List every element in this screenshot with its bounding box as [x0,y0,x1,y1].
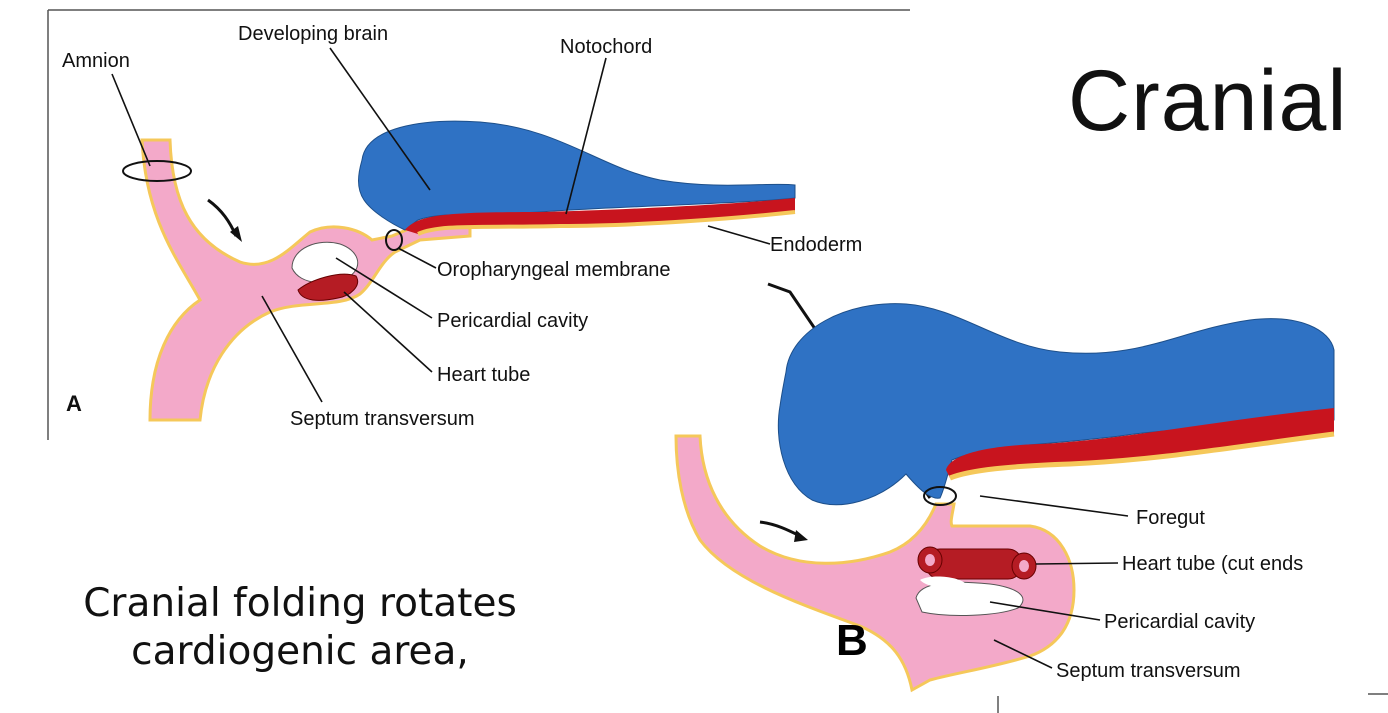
panel-b-leader-lines [979,495,1129,669]
label-pericardial-cavity-a: Pericardial cavity [437,310,588,332]
label-endoderm: Endoderm [770,234,862,256]
panel-a-figure: Amnion Developing brain Notochord Endode… [47,9,910,440]
caption-line-1: Cranial folding rotates [83,581,517,626]
panel-a-fold-arrowhead [230,226,242,242]
panel-a-developing-brain [358,120,796,231]
panel-a-leader-lines [111,47,771,403]
panel-a-endoderm-edge [417,210,796,236]
slide-heading: Cranial [1068,53,1348,149]
panel-b-pericardial-cavity [915,581,1024,616]
panel-a-oropharyngeal-ring [385,229,403,251]
panel-b-heart-tube-lumen-right [1019,560,1029,572]
panel-a-label: A [66,391,82,416]
panel-b-figure: Foregut Heart tube (cut ends Pericardial… [674,303,1388,713]
panel-b-heart-tube-lumen-left [925,554,935,566]
panel-b-label: B [836,616,868,665]
slide-caption: Cranial folding rotates cardiogenic area… [0,580,600,676]
label-heart-tube-cut-ends: Heart tube (cut ends [1122,553,1303,575]
panel-b-oropharyngeal-ring [923,486,957,506]
label-oropharyngeal-membrane: Oropharyngeal membrane [437,259,670,281]
panel-b-developing-brain [777,303,1335,506]
label-notochord: Notochord [560,36,652,58]
panel-a-heart-tube [297,273,358,301]
panel-b-fold-arrowhead [794,530,808,542]
label-pericardial-cavity-b: Pericardial cavity [1104,611,1255,633]
panel-b-body-wall [674,434,1076,693]
label-foregut: Foregut [1136,507,1205,529]
panel-a-fold-arrow [207,198,238,237]
label-septum-transversum-b: Septum transversum [1056,660,1241,682]
panel-b-cavity-pocket [920,576,966,589]
panel-a-amnion-ring [122,160,192,182]
label-developing-brain: Developing brain [238,23,388,45]
panel-b-notochord-band [946,408,1334,478]
label-amnion: Amnion [62,50,130,72]
panel-b-endoderm-edge [949,431,1335,481]
label-septum-transversum-a: Septum transversum [290,408,475,430]
caption-line-2: cardiogenic area, [131,629,469,674]
panel-b-fold-arrow [759,520,801,538]
label-heart-tube-a: Heart tube [437,364,530,386]
